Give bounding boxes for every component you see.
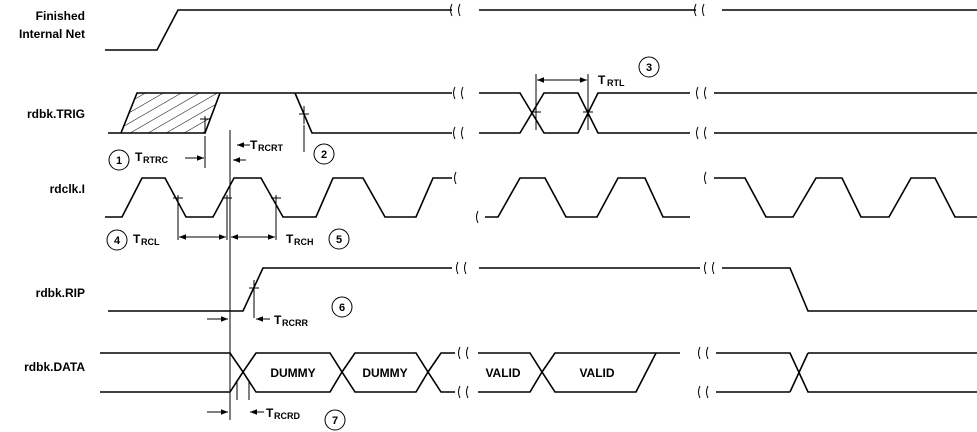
timing-2-num: 2: [321, 149, 327, 161]
timing-6-t: T: [274, 313, 282, 327]
label-finished-line1: Finished: [36, 9, 85, 23]
timing-5-trch: T RCH 5: [231, 228, 350, 250]
timing-6-num: 6: [339, 302, 345, 314]
timing-2-trcrt: T RCRT 2: [233, 125, 335, 165]
timing-4-num: 4: [114, 235, 121, 247]
timing-3-trtl: T RTL 3: [537, 56, 660, 88]
waveform-rdbk-rip: [108, 261, 977, 318]
timing-7-trcrd: T RCRD 7: [207, 406, 346, 431]
timing-2-sub: RCRT: [258, 143, 283, 153]
data-box-valid-1: VALID: [485, 366, 520, 380]
label-finished-line2: Internal Net: [19, 27, 85, 41]
data-box-dummy-2: DUMMY: [362, 366, 407, 380]
waveform-rdclk-i: [105, 171, 977, 240]
timing-5-sub: RCH: [294, 237, 314, 247]
timing-6-trcrr: T RCRR 6: [207, 296, 353, 328]
timing-4-sub: RCL: [141, 237, 160, 247]
timing-7-sub: RCRD: [274, 411, 300, 421]
data-box-valid-2: VALID: [579, 366, 614, 380]
timing-5-num: 5: [336, 234, 342, 246]
timing-4-t: T: [133, 232, 141, 246]
timing-1-num: 1: [116, 155, 122, 167]
waveform-rdbk-data: [100, 346, 977, 400]
timing-3-sub: RTL: [607, 78, 625, 88]
label-rdbk-trig: rdbk.TRIG: [27, 107, 85, 121]
timing-7-t: T: [266, 406, 274, 420]
label-rdbk-data: rdbk.DATA: [24, 360, 85, 374]
timing-1-t: T: [135, 150, 143, 164]
timing-6-sub: RCRR: [282, 318, 308, 328]
timing-2-t: T: [250, 138, 258, 152]
timing-3-t: T: [598, 73, 606, 87]
timing-7-num: 7: [332, 415, 338, 427]
timing-1-sub: RTRC: [143, 155, 168, 165]
label-rdclk-i: rdclk.I: [50, 182, 85, 196]
timing-3-num: 3: [646, 62, 652, 74]
waveform-finished-internal-net: [105, 3, 977, 51]
label-rdbk-rip: rdbk.RIP: [36, 286, 85, 300]
waveform-rdbk-trig: [108, 74, 977, 140]
timing-4-trcl: 4 T RCL: [106, 229, 226, 251]
timing-1-trtrc: 1 T RTRC: [108, 136, 206, 171]
timing-5-t: T: [286, 232, 294, 246]
data-box-dummy-1: DUMMY: [270, 366, 315, 380]
